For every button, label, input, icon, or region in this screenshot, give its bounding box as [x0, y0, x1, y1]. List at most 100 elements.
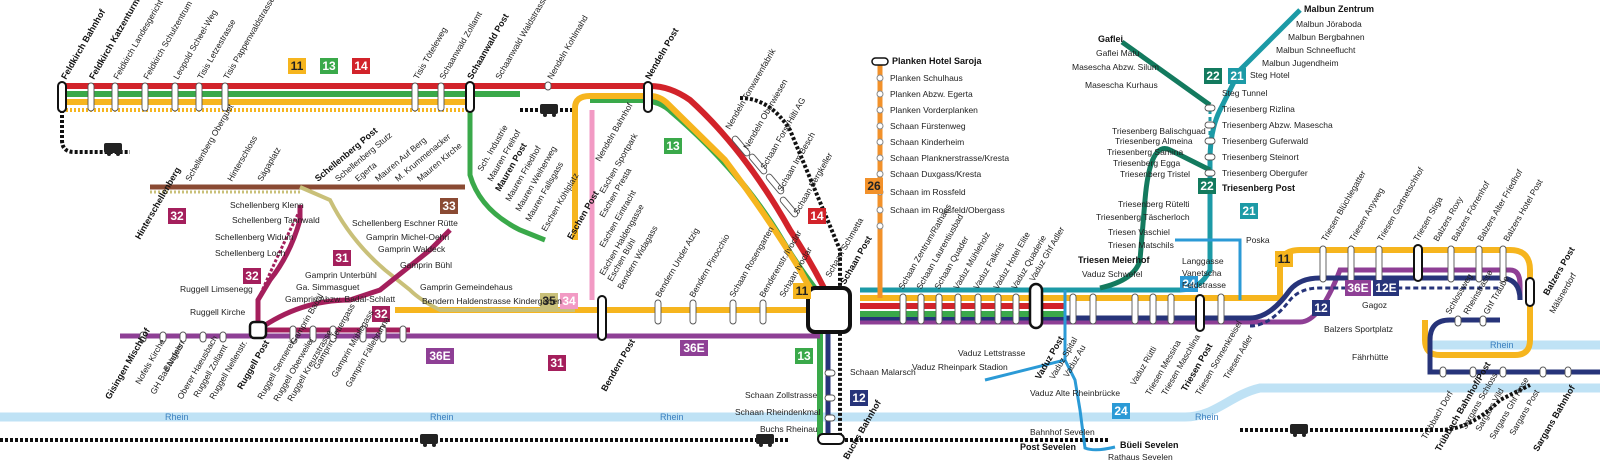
- badge-line-13[interactable]: 13: [320, 58, 338, 74]
- svg-text:36E: 36E: [429, 349, 450, 363]
- svg-text:Schaan Rheindenkmal: Schaan Rheindenkmal: [735, 407, 821, 417]
- line-14-route: [62, 83, 828, 292]
- svg-text:Triesen Matschils: Triesen Matschils: [1108, 240, 1174, 250]
- badge-line-26[interactable]: 26: [865, 178, 883, 194]
- badge-line-32[interactable]: 32: [168, 208, 186, 224]
- schaan-hub[interactable]: [806, 286, 852, 334]
- badge-line-12[interactable]: 12: [850, 390, 868, 406]
- badge-line-11[interactable]: 11: [1275, 251, 1293, 267]
- badge-line-24[interactable]: 24: [1112, 403, 1130, 419]
- badge-line-33[interactable]: 33: [440, 198, 458, 214]
- line-32-dotted: [256, 209, 302, 301]
- gamprin-labels: Gamprin Gemeindehaus Bendern Haldenstras…: [285, 218, 562, 389]
- svg-text:Vaduz Schwefel: Vaduz Schwefel: [1082, 269, 1142, 279]
- svg-text:Schaan Kinderheim: Schaan Kinderheim: [890, 137, 964, 147]
- svg-text:Buchs Bahnhof: Buchs Bahnhof: [841, 398, 883, 461]
- badge-line-11[interactable]: 11: [288, 58, 306, 74]
- svg-text:12: 12: [852, 391, 866, 405]
- svg-text:Bendern Haldenstrasse Kinderga: Bendern Haldenstrasse Kindergarten: [422, 296, 562, 306]
- line-35-route: [299, 185, 575, 312]
- balzers-post-hub[interactable]: [1525, 277, 1535, 307]
- svg-text:Triesenberg Rütelti: Triesenberg Rütelti: [1118, 199, 1190, 209]
- svg-text:Schellenberg Loch: Schellenberg Loch: [215, 248, 286, 258]
- svg-text:Masescha Kurhaus: Masescha Kurhaus: [1085, 80, 1158, 90]
- svg-text:Gagoz: Gagoz: [1362, 300, 1387, 310]
- svg-text:Vaduz Alte Rheinbrücke: Vaduz Alte Rheinbrücke: [1030, 388, 1120, 398]
- ruggell-post-hub[interactable]: [248, 320, 268, 340]
- hinterschellenberg-labels: Hinterschellenberg Schellenberg Oberguet…: [133, 102, 320, 317]
- svg-text:32: 32: [170, 209, 184, 223]
- bus-icon: [540, 104, 558, 117]
- svg-text:Balzers Sportplatz: Balzers Sportplatz: [1324, 324, 1393, 334]
- svg-text:Schaan Duxgass/Kresta: Schaan Duxgass/Kresta: [890, 169, 981, 179]
- svg-text:Vanetscha: Vanetscha: [1182, 268, 1222, 278]
- station-label: Nendeln Post: [643, 26, 680, 81]
- schaanwald-hub[interactable]: [465, 81, 475, 113]
- svg-text:Schellenberg Oberguet: Schellenberg Oberguet: [183, 102, 236, 183]
- badge-line-36E[interactable]: 36E: [426, 348, 454, 364]
- svg-text:11: 11: [1278, 252, 1291, 266]
- feldkirch-hub[interactable]: [57, 81, 67, 113]
- svg-text:14: 14: [810, 209, 824, 223]
- badge-line-36E[interactable]: 36E: [680, 340, 708, 356]
- badge-line-32[interactable]: 32: [372, 306, 390, 322]
- bus-icon: [104, 143, 122, 156]
- badge-line-24[interactable]: 24: [1180, 276, 1198, 292]
- triesen-post-hub[interactable]: [1195, 294, 1205, 332]
- bus-icon: [756, 434, 774, 447]
- badge-line-12[interactable]: 12: [1312, 300, 1330, 316]
- svg-text:Schaan Malarsch: Schaan Malarsch: [850, 367, 916, 377]
- badge-line-21[interactable]: 21: [1240, 203, 1258, 219]
- svg-text:Gamprin Abzw. Badäl-Schlatt: Gamprin Abzw. Badäl-Schlatt: [285, 294, 396, 304]
- svg-text:Fährhütte: Fährhütte: [1352, 352, 1389, 362]
- svg-text:21: 21: [1242, 204, 1256, 218]
- vaduz-post-hub[interactable]: [1028, 282, 1044, 330]
- svg-text:Langgasse: Langgasse: [1182, 256, 1224, 266]
- svg-text:Feldstrasse: Feldstrasse: [1182, 280, 1226, 290]
- svg-text:34: 34: [562, 294, 576, 308]
- svg-text:Ruggell Kirche: Ruggell Kirche: [190, 307, 246, 317]
- svg-text:Planken Schulhaus: Planken Schulhaus: [890, 73, 963, 83]
- svg-text:Eschen Post: Eschen Post: [565, 189, 601, 241]
- sevelen-labels: Vaduz Lettstrasse Vaduz Rheinpark Stadio…: [912, 348, 1179, 462]
- buchs-bahnhof-hub[interactable]: [817, 433, 845, 445]
- badge-line-31[interactable]: 31: [548, 355, 566, 371]
- badge-line-14[interactable]: 14: [352, 58, 370, 74]
- badge-line-12E[interactable]: 12E: [1373, 280, 1399, 296]
- svg-text:Ruggell Limsenegg: Ruggell Limsenegg: [180, 284, 253, 294]
- badge-line-21[interactable]: 21: [1228, 68, 1246, 84]
- badge-line-13[interactable]: 13: [795, 348, 813, 364]
- bus-icon: [420, 434, 438, 447]
- svg-text:Hinterschellenberg: Hinterschellenberg: [133, 165, 182, 241]
- svg-text:Malbun Schneeflucht: Malbun Schneeflucht: [1276, 45, 1356, 55]
- triesen-stiga-hub[interactable]: [1413, 244, 1423, 282]
- line-12E-dashed: [1249, 286, 1500, 328]
- badge-line-13[interactable]: 13: [664, 138, 682, 154]
- svg-text:Balzers Alter Friedhof: Balzers Alter Friedhof: [1475, 167, 1525, 243]
- svg-text:Rathaus Sevelen: Rathaus Sevelen: [1108, 452, 1173, 462]
- svg-text:Schellenberg Tannwald: Schellenberg Tannwald: [232, 215, 320, 225]
- badge-line-22[interactable]: 22: [1198, 178, 1216, 194]
- bendern-post-hub[interactable]: [597, 295, 607, 341]
- badge-line-14[interactable]: 14: [808, 208, 826, 224]
- svg-text:Masescha Abzw. Silum: Masescha Abzw. Silum: [1072, 62, 1159, 72]
- badge-line-36E[interactable]: 36E: [1345, 280, 1371, 296]
- badge-line-34[interactable]: 34: [560, 293, 578, 309]
- station-label: Nendeln Kohlmahd: [545, 13, 590, 81]
- svg-text:Schaan im Rossfeld: Schaan im Rossfeld: [890, 187, 966, 197]
- badge-line-11[interactable]: 11: [793, 283, 811, 299]
- svg-text:Vaduz Lettstrasse: Vaduz Lettstrasse: [958, 348, 1026, 358]
- svg-text:Bendern Post: Bendern Post: [599, 337, 637, 393]
- north-corridor-labels: Feldkirch Bahnhof Feldkirch Katzenturm F…: [59, 0, 874, 286]
- svg-text:Ga. Simmasguet: Ga. Simmasguet: [296, 282, 360, 292]
- badge-line-32[interactable]: 32: [243, 268, 261, 284]
- badge-line-22[interactable]: 22: [1204, 68, 1222, 84]
- badge-line-31[interactable]: 31: [333, 250, 351, 266]
- badge-line-35[interactable]: 35: [540, 293, 558, 309]
- svg-text:Gamprin Gemeindehaus: Gamprin Gemeindehaus: [420, 282, 513, 292]
- nendeln-post-hub[interactable]: [643, 81, 653, 113]
- svg-text:Triesenberg Steinort: Triesenberg Steinort: [1222, 152, 1299, 162]
- svg-text:Buchs Rheinau: Buchs Rheinau: [760, 424, 818, 434]
- svg-text:Malbun Jöraboda: Malbun Jöraboda: [1296, 19, 1362, 29]
